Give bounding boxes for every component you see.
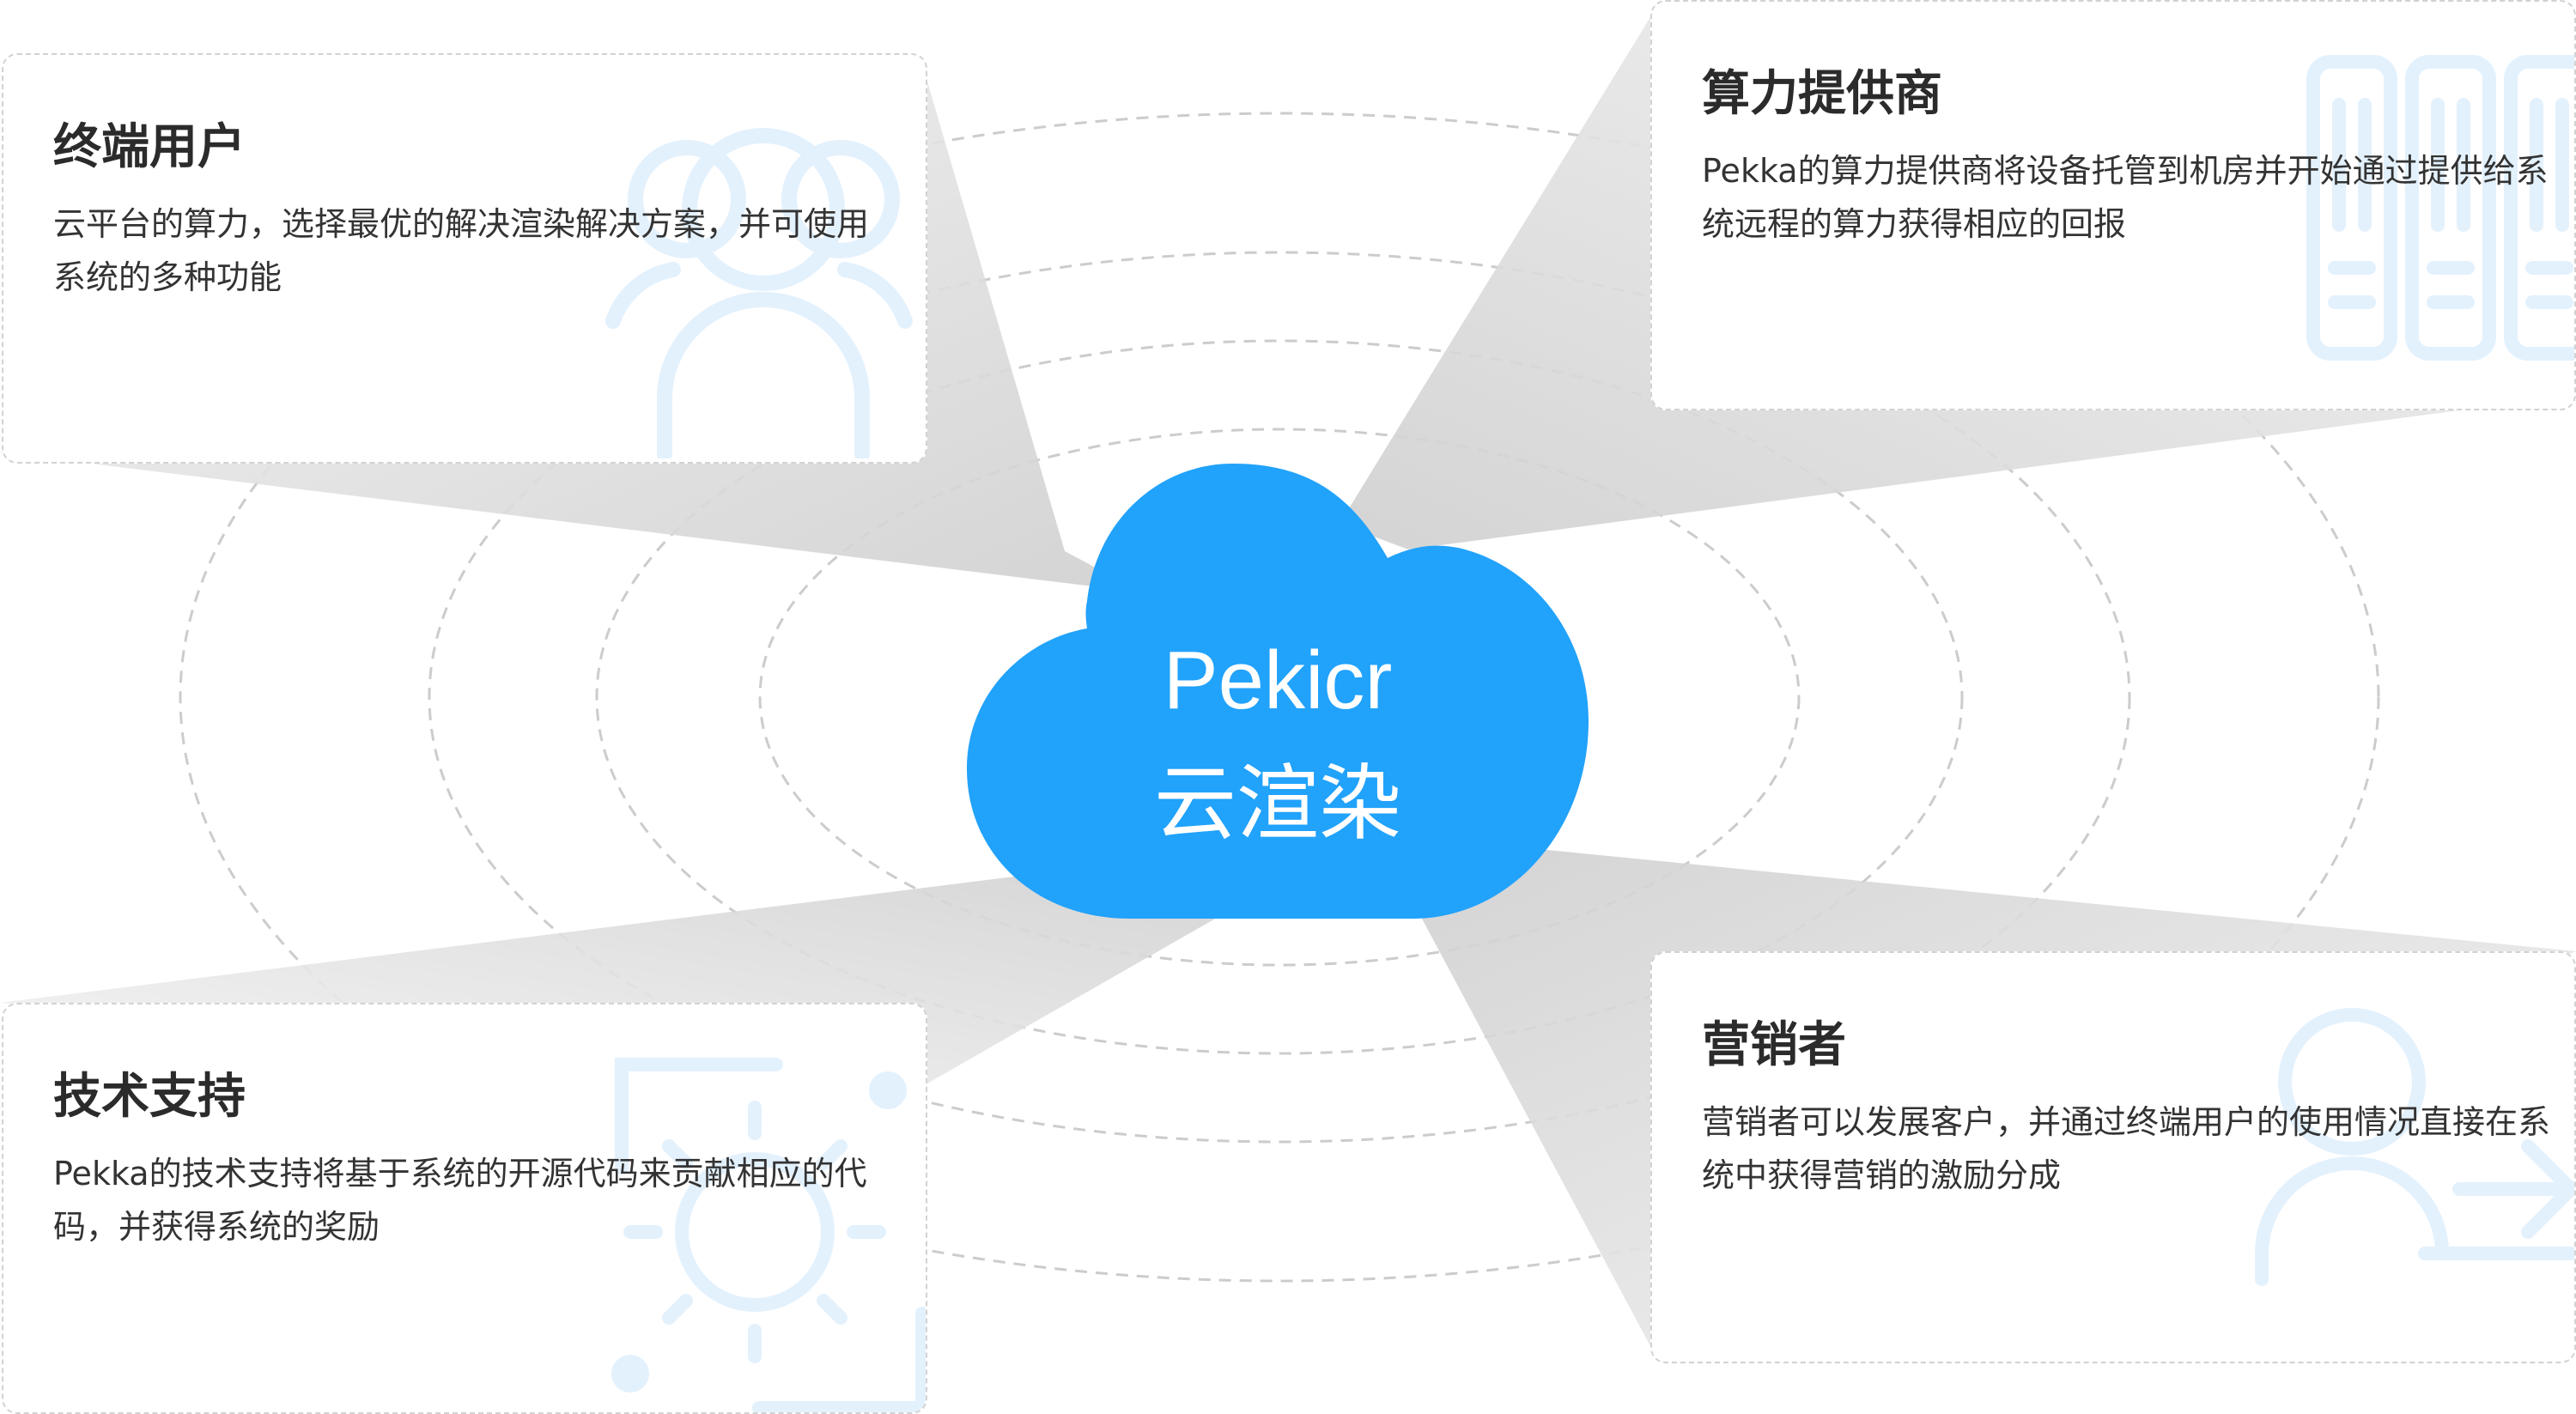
card-title: 营销者 bbox=[1702, 1017, 1846, 1073]
cloud-shape bbox=[967, 464, 1589, 919]
card-description: Pekka的技术支持将基于系统的开源代码来贡献相应的代码，并获得系统的奖励 bbox=[53, 1155, 867, 1246]
settings-icon bbox=[611, 1058, 926, 1412]
card-terminal-user: 终端用户 云平台的算力，选择最优的解决渲染解决方案，并可使用系统的多种功能 bbox=[2, 53, 927, 464]
card-title: 算力提供商 bbox=[1702, 66, 1942, 122]
card-title: 技术支持 bbox=[53, 1069, 246, 1125]
card-tech-support: 技术支持 Pekka的技术支持将基于系统的开源代码来贡献相应的代码，并获得系统的… bbox=[2, 1003, 927, 1414]
orbit-ring bbox=[595, 339, 1964, 1055]
center-title: Pekicr bbox=[1163, 634, 1393, 726]
user-share-icon bbox=[2255, 1008, 2574, 1286]
card-marketer: 营销者 营销者可以发展客户，并通过终端用户的使用情况直接在系统中获得营销的激励分… bbox=[1650, 951, 2576, 1363]
card-compute-provider: 算力提供商 Pekka的算力提供商将设备托管到机房并开始通过提供给系统远程的算力… bbox=[1650, 0, 2576, 410]
orbit-ring bbox=[179, 112, 2380, 1283]
card-description: 云平台的算力，选择最优的解决渲染解决方案，并可使用系统的多种功能 bbox=[53, 205, 870, 296]
card-title: 终端用户 bbox=[53, 119, 246, 175]
orbit-rings bbox=[179, 112, 2380, 1283]
cloud-icon bbox=[967, 464, 1589, 919]
orbit-ring bbox=[758, 428, 1801, 967]
center-subtitle: 云渲染 bbox=[1154, 756, 1401, 852]
card-description: 营销者可以发展客户，并通过终端用户的使用情况直接在系统中获得营销的激励分成 bbox=[1702, 1103, 2551, 1194]
card-description: Pekka的算力提供商将设备托管到机房并开始通过提供给系统远程的算力获得相应的回… bbox=[1702, 152, 2549, 243]
server-icon bbox=[2306, 55, 2574, 361]
users-icon bbox=[605, 128, 913, 458]
orbit-ring bbox=[428, 251, 2131, 1144]
